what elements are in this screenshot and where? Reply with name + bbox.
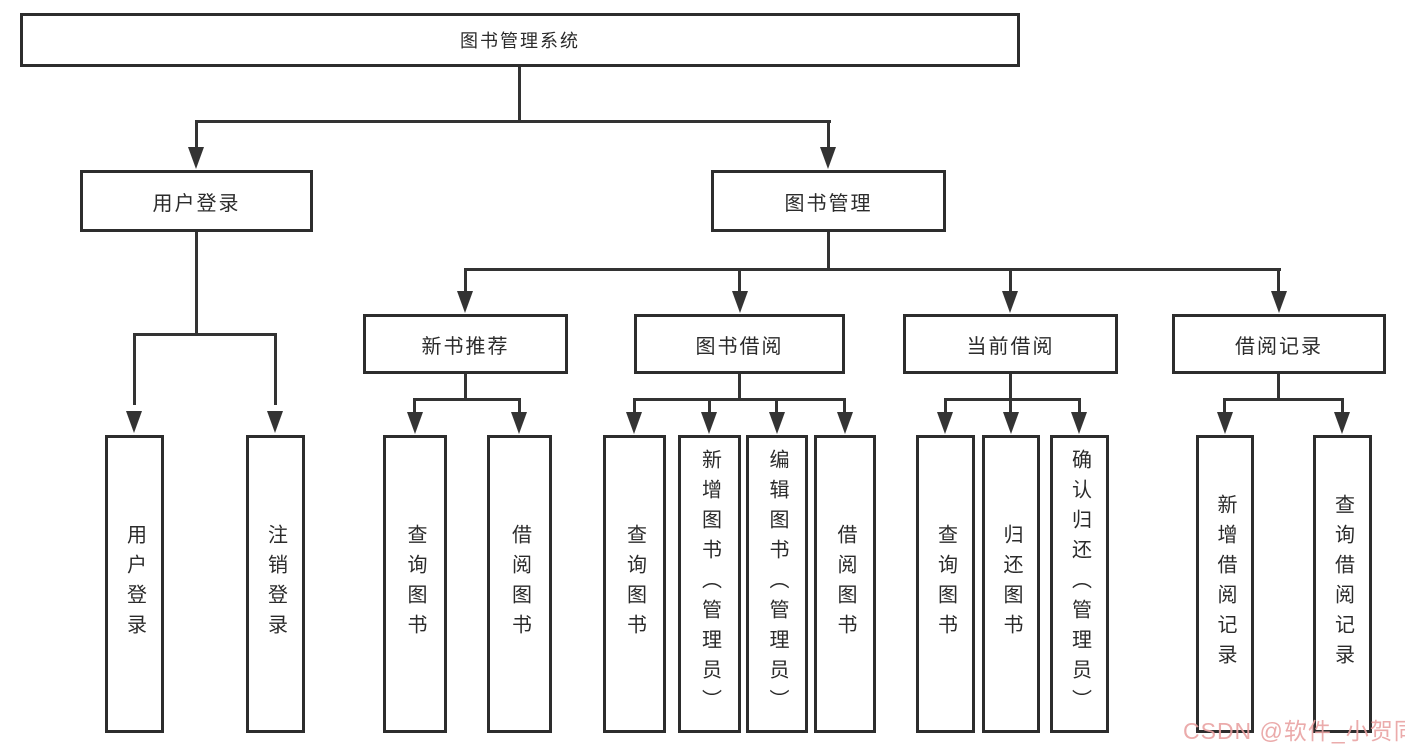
connector-vline: [944, 398, 947, 414]
arrowhead-down-icon: [732, 291, 748, 313]
arrowhead-down-icon: [511, 412, 527, 434]
node-book-management: 图书管理: [711, 170, 946, 232]
leaf-label: 注销登录: [264, 524, 287, 644]
leaf-current-return-books: 归还图书: [982, 435, 1040, 733]
connector-vline: [195, 120, 198, 150]
arrowhead-down-icon: [1271, 291, 1287, 313]
leaf-borrowing-add-books-admin: 新增图书（管理员）: [678, 435, 741, 733]
leaf-label: 归还图书: [1000, 524, 1022, 644]
node-label: 图书借阅: [695, 335, 784, 358]
connector-vline: [775, 398, 778, 414]
leaf-label: 编辑图书（管理员）: [766, 449, 788, 719]
arrowhead-down-icon: [626, 412, 642, 434]
arrowhead-down-icon: [937, 412, 953, 434]
leaf-label: 用户登录: [123, 524, 146, 644]
leaf-user-login: 用户登录: [105, 435, 164, 733]
leaf-current-confirm-return-admin: 确认归还（管理员）: [1050, 435, 1109, 733]
arrowhead-down-icon: [457, 291, 473, 313]
arrowhead-down-icon: [1217, 412, 1233, 434]
connector-vline: [195, 230, 198, 336]
arrowhead-down-icon: [267, 411, 283, 433]
connector-vline: [738, 268, 741, 292]
node-label: 用户登录: [152, 192, 241, 215]
connector-vline: [843, 398, 846, 414]
node-label: 图书管理: [784, 192, 873, 215]
connector-vline: [1078, 398, 1081, 414]
leaf-borrowing-edit-books-admin: 编辑图书（管理员）: [746, 435, 808, 733]
connector-vline: [518, 67, 521, 123]
leaf-label: 查询图书: [404, 524, 426, 644]
leaf-label: 借阅图书: [834, 524, 856, 644]
connector-vline: [133, 333, 136, 405]
connector-vline: [827, 120, 830, 150]
connector-vline: [464, 268, 467, 292]
leaf-recommend-query-books: 查询图书: [383, 435, 447, 733]
node-book-borrowing: 图书借阅: [634, 314, 845, 374]
node-new-book-recommend: 新书推荐: [363, 314, 568, 374]
connector-hline: [414, 398, 521, 401]
connector-vline: [1009, 268, 1012, 292]
leaf-label: 借阅图书: [508, 524, 531, 644]
node-user-login: 用户登录: [80, 170, 313, 232]
connector-vline: [1277, 374, 1280, 401]
connector-vline: [1223, 398, 1226, 414]
connector-vline: [1009, 398, 1012, 414]
arrowhead-down-icon: [769, 412, 785, 434]
connector-vline: [274, 333, 277, 405]
node-label: 图书管理系统: [460, 31, 580, 51]
leaf-label: 查询借阅记录: [1331, 494, 1354, 674]
arrowhead-down-icon: [837, 412, 853, 434]
connector-vline: [708, 398, 711, 414]
leaf-label: 新增借阅记录: [1214, 494, 1236, 674]
node-label: 借阅记录: [1235, 335, 1323, 358]
connector-hline: [1224, 398, 1344, 401]
arrowhead-down-icon: [820, 147, 836, 169]
connector-vline: [518, 398, 521, 414]
connector-vline: [464, 374, 467, 401]
leaf-current-query-books: 查询图书: [916, 435, 975, 733]
leaf-records-query-record: 查询借阅记录: [1313, 435, 1372, 733]
connector-vline: [738, 374, 741, 401]
node-current-borrowing: 当前借阅: [903, 314, 1118, 374]
node-label: 当前借阅: [966, 335, 1055, 358]
leaf-label: 新增图书（管理员）: [698, 449, 721, 719]
leaf-label: 查询图书: [623, 524, 646, 644]
leaf-logout: 注销登录: [246, 435, 305, 733]
node-root-library-system: 图书管理系统: [20, 13, 1020, 67]
arrowhead-down-icon: [1003, 412, 1019, 434]
arrowhead-down-icon: [407, 412, 423, 434]
node-label: 新书推荐: [421, 335, 510, 358]
connector-vline: [633, 398, 636, 414]
connector-vline: [413, 398, 416, 414]
connector-hline: [944, 398, 1081, 401]
arrowhead-down-icon: [1071, 412, 1087, 434]
node-borrowing-records: 借阅记录: [1172, 314, 1386, 374]
arrowhead-down-icon: [1334, 412, 1350, 434]
connector-vline: [1341, 398, 1344, 414]
arrowhead-down-icon: [701, 412, 717, 434]
connector-vline: [1277, 268, 1280, 292]
arrowhead-down-icon: [126, 411, 142, 433]
connector-hline: [133, 333, 277, 336]
connector-vline: [1009, 374, 1012, 401]
leaf-recommend-borrow-books: 借阅图书: [487, 435, 552, 733]
arrowhead-down-icon: [188, 147, 204, 169]
connector-vline: [827, 230, 830, 271]
connector-hline: [633, 398, 846, 401]
arrowhead-down-icon: [1002, 291, 1018, 313]
leaf-borrowing-query-books: 查询图书: [603, 435, 666, 733]
connector-hline: [464, 268, 1281, 271]
leaf-label: 确认归还（管理员）: [1068, 449, 1091, 719]
connector-hline: [195, 120, 831, 123]
leaf-borrowing-borrow-books: 借阅图书: [814, 435, 876, 733]
leaf-records-add-record: 新增借阅记录: [1196, 435, 1254, 733]
leaf-label: 查询图书: [934, 524, 957, 644]
watermark: CSDN @软件_小贺同学: [1183, 718, 1405, 744]
